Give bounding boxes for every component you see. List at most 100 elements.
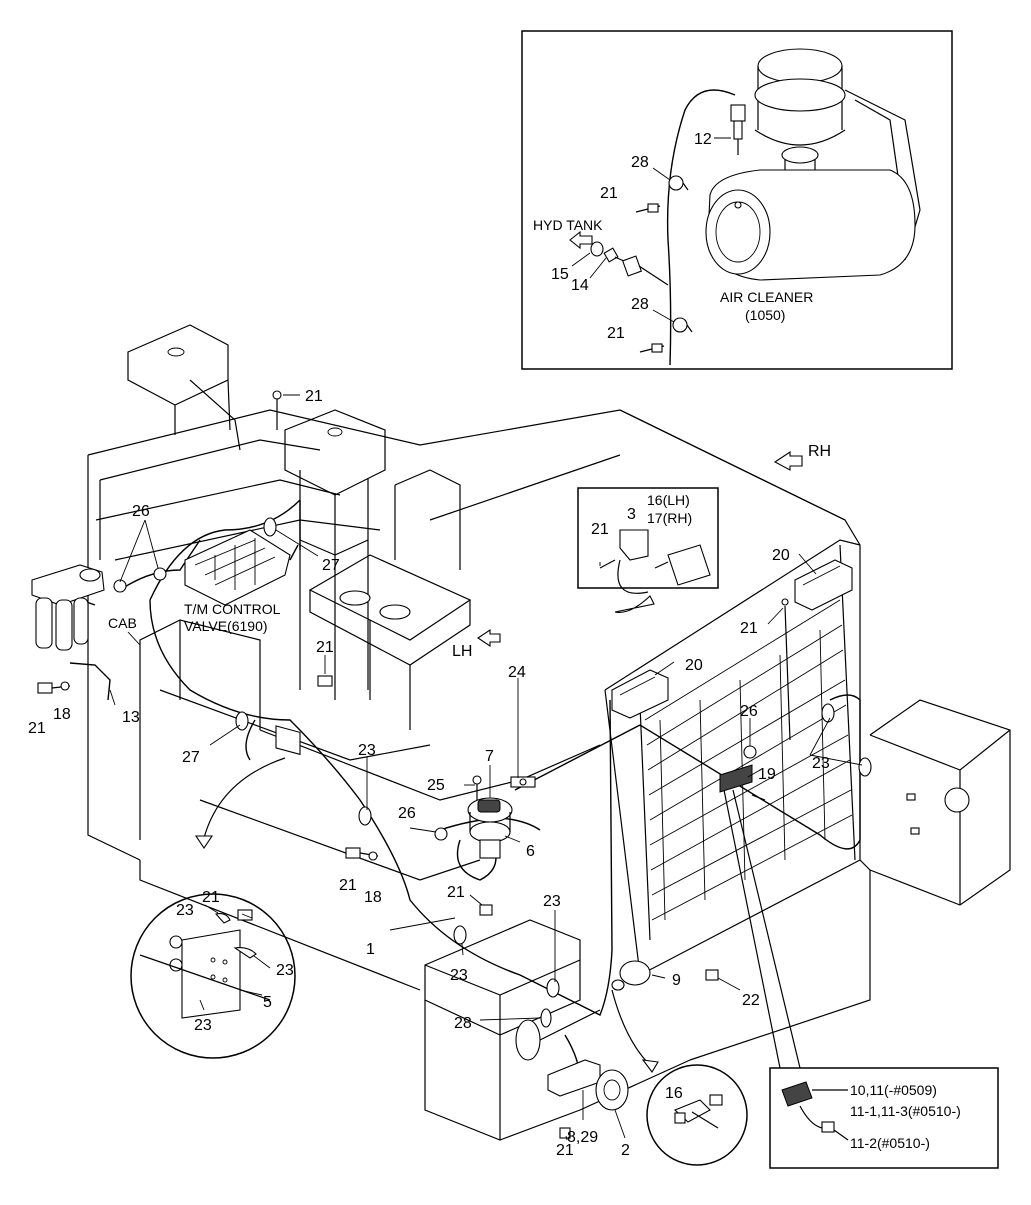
bolt-21-left-icon [37, 681, 71, 694]
callout-1: 1 [366, 941, 375, 958]
callout-21-lower: 21 [447, 884, 465, 901]
label-cab: CAB [108, 615, 137, 631]
legend-line-2: 11-1,11-3(#0510-) [850, 1103, 961, 1119]
lamp-arrow-icon [614, 595, 655, 613]
legend-box [769, 1067, 999, 1169]
rh-arrow-icon [773, 450, 803, 471]
filter-assembly-drawing [31, 564, 105, 651]
hose-end-icon [621, 255, 643, 277]
work-lamp-20-right [794, 559, 853, 611]
lamp-bracket-inset [577, 487, 719, 589]
callout-21-inset-upper: 21 [600, 185, 618, 202]
callout-28-lower: 28 [631, 296, 649, 313]
label-rh: RH [808, 443, 831, 460]
bolt-25-icon [472, 775, 482, 800]
callout-7: 7 [485, 748, 494, 765]
part-8-29-2-drawing [547, 1059, 629, 1111]
switch-7-6-drawing [467, 797, 513, 859]
callout-21-left: 21 [28, 720, 46, 737]
callout-26-left: 26 [132, 503, 150, 520]
fitting-14-icon [603, 247, 627, 263]
callout-12: 12 [694, 131, 712, 148]
callout-23-detail-bottom: 23 [194, 1017, 212, 1034]
callout-leaders [109, 394, 863, 1141]
bolt-21-inset-upper-icon [635, 203, 661, 213]
hyd-tank-arrow-icon [569, 230, 593, 250]
callout-21-inset-lower: 21 [607, 325, 625, 342]
callout-15: 15 [551, 266, 569, 283]
air-cleaner-inset: 12 28 28 21 21 HYD TANK 15 14 [521, 30, 953, 370]
callout-28-main: 28 [454, 1015, 472, 1032]
callout-5: 5 [263, 994, 272, 1011]
bolt-21-right-icon [781, 598, 791, 741]
callout-23-detail-top: 23 [176, 902, 194, 919]
label-17-rh: 17(RH) [647, 510, 692, 526]
callout-21-mid: 21 [316, 639, 334, 656]
label-lh: LH [452, 643, 472, 660]
callout-28-upper: 28 [631, 154, 649, 171]
label-tm-control-line2: VALVE(6190) [184, 618, 268, 634]
connector-24-icon [510, 776, 536, 788]
callout-6: 6 [526, 843, 535, 860]
callout-13: 13 [122, 709, 140, 726]
callout-21-detail: 21 [202, 889, 220, 906]
legend-line-1: 10,11(-#0509) [850, 1082, 937, 1098]
label-hyd-tank: HYD TANK [533, 217, 603, 233]
label-air-cleaner-code: (1050) [745, 307, 785, 323]
clamp-28-main-icon [540, 1008, 552, 1028]
label-air-cleaner: AIR CLEANER [720, 289, 813, 305]
callout-8-29: 8,29 [567, 1129, 598, 1146]
callout-21-center: 21 [339, 877, 357, 894]
callout-18-left: 18 [53, 706, 71, 723]
callout-19: 19 [758, 766, 776, 783]
callout-27-lower: 27 [182, 749, 200, 766]
bolt-22-icon [705, 969, 719, 981]
callout-16: 16 [665, 1085, 683, 1102]
callout-23-grille: 23 [812, 755, 830, 772]
clamp-26-icons [113, 567, 757, 841]
callout-20-right: 20 [772, 547, 790, 564]
work-lamp-20-left [611, 669, 669, 719]
callout-21-top: 21 [305, 388, 323, 405]
sensor-12-icon [730, 104, 746, 155]
bolt-21-center-icon [345, 847, 379, 861]
detail-arrow-left-icon [194, 835, 214, 849]
bolt-21-inset-lower-icon [639, 343, 665, 353]
callout-25: 25 [427, 777, 445, 794]
callout-23-detail-right: 23 [276, 962, 294, 979]
clamp-28-upper-icon [668, 175, 689, 191]
callout-21-bottom: 21 [556, 1142, 574, 1159]
callout-2: 2 [621, 1142, 630, 1159]
label-16-lh: 16(LH) [647, 492, 690, 508]
callout-18-center: 18 [364, 889, 382, 906]
callout-26-right: 26 [740, 703, 758, 720]
air-cleaner-drawing [705, 48, 921, 281]
callout-23-lower: 23 [450, 967, 468, 984]
detail-arrow-right-icon [641, 1059, 659, 1073]
detail-circle-left [130, 893, 296, 1059]
sensor-9-icon [611, 960, 651, 991]
callout-24: 24 [508, 664, 526, 681]
callout-21-lamp: 21 [591, 521, 609, 538]
legend-line-3: 11-2(#0510-) [850, 1135, 930, 1151]
callout-20-left: 20 [685, 657, 703, 674]
callout-22: 22 [742, 992, 760, 1009]
bolt-21-top-icon [272, 390, 282, 430]
callout-27-upper: 27 [322, 557, 340, 574]
sensor-wire [666, 89, 736, 366]
clamp-23-icons [358, 703, 872, 998]
bolt-21-lower-icon [479, 904, 493, 916]
callout-14: 14 [571, 277, 589, 294]
pipe-13-drawing [69, 662, 111, 701]
callout-3: 3 [627, 506, 636, 523]
clamp-28-lower-icon [672, 317, 693, 333]
connector-plate-icon [275, 725, 301, 756]
callout-9: 9 [672, 972, 681, 989]
bolt-21-mid-icon [317, 675, 333, 687]
machine-frame-drawing [87, 324, 1011, 1141]
bolt-21-bottom-icon [559, 1127, 571, 1139]
callout-26-center: 26 [398, 805, 416, 822]
label-tm-control-line1: T/M CONTROL [184, 601, 281, 617]
